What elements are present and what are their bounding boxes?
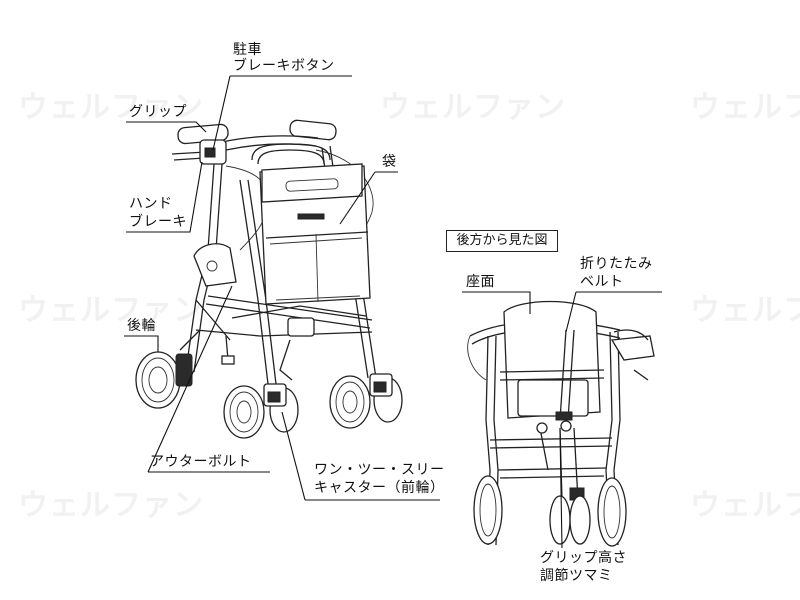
label-seat: 座面 — [466, 274, 495, 290]
label-parking-brake-line1: 駐車 — [233, 42, 262, 58]
label-folding-belt-line2: ベルト — [580, 274, 624, 290]
label-bag: 袋 — [382, 154, 397, 170]
walker-rear-view — [467, 300, 655, 547]
label-grip-knob-line2: 調節ツマミ — [540, 568, 613, 584]
label-rear-wheel: 後輪 — [127, 318, 156, 334]
inset-title: 後方から見た図 — [446, 230, 558, 252]
label-folding-belt-line1: 折りたたみ — [580, 256, 653, 272]
watermark-1: ウェルファン — [18, 90, 204, 125]
watermark-2: ウェルファン — [380, 90, 566, 125]
label-grip: グリップ — [129, 104, 187, 120]
bag-shape — [259, 163, 371, 305]
seat-shape — [499, 300, 605, 419]
leader-lines — [124, 75, 662, 549]
folding-belt-shape — [555, 329, 575, 421]
label-caster-line1: ワン・ツー・スリー — [314, 462, 445, 478]
rear-wheel-shape — [135, 351, 193, 409]
watermark-4: ウェルファン — [18, 293, 204, 328]
label-caster-line2: キャスター（前輪） — [314, 480, 445, 496]
walker-front-view — [135, 119, 403, 439]
front-left-caster-shape — [223, 383, 299, 439]
watermark-7: ウェルファン — [690, 488, 800, 523]
watermark-6: ウェルファン — [18, 488, 204, 523]
label-outer-bolt: アウターボルト — [150, 454, 252, 470]
label-hand-brake-line1: ハンド — [129, 196, 173, 212]
label-grip-knob-line1: グリップ高さ — [540, 550, 627, 566]
watermark-5: ウェルファン — [690, 293, 800, 328]
watermark-3: ウェルファン — [690, 90, 800, 125]
label-hand-brake-line2: ブレーキ — [129, 214, 187, 230]
front-right-caster-shape — [329, 373, 403, 429]
label-parking-brake-line2: ブレーキボタン — [233, 58, 335, 74]
